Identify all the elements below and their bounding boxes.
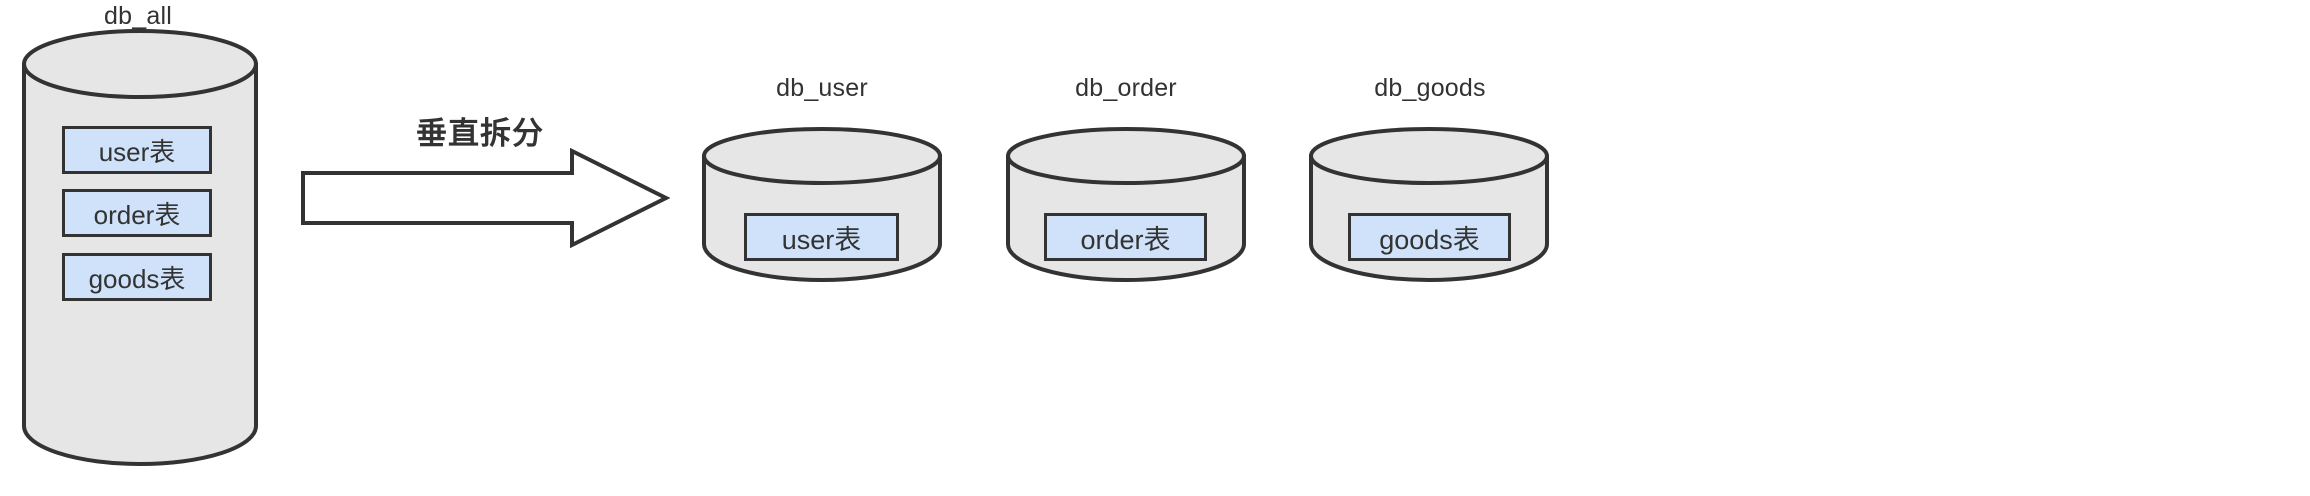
target-table-box-2: goods表 [1348,213,1511,261]
source-table-box-1: order表 [62,189,212,237]
target-db-cylinder-1 [1004,126,1248,286]
source-table-box-2: goods表 [62,253,212,301]
target-db-cylinder-0 [700,126,944,286]
target-db-cylinder-2 [1307,126,1551,286]
vertical-split-arrow-icon [300,148,670,248]
target-table-box-0: user表 [744,213,899,261]
target-db-label-2: db_goods [1374,74,1486,102]
source-db-label: db_all [104,2,172,30]
source-table-box-0: user表 [62,126,212,174]
transform-label: 垂直拆分 [416,116,544,151]
target-table-box-1: order表 [1044,213,1207,261]
target-db-label-0: db_user [776,74,868,102]
target-db-label-1: db_order [1075,74,1177,102]
